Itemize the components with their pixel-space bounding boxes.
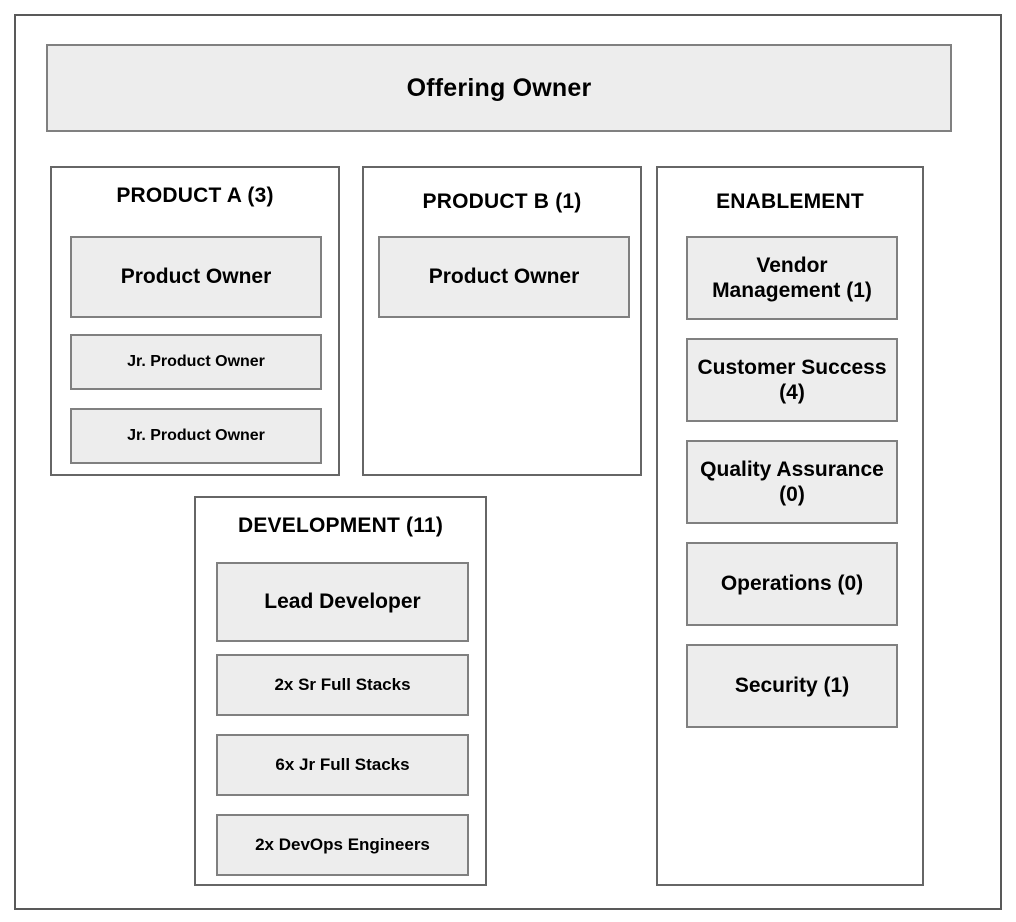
role-label: Vendor Management (1) [712, 253, 872, 302]
role-box-development-lead-developer[interactable]: Lead Developer [216, 562, 469, 642]
role-box-product-a-jr-product-owner-1[interactable]: Jr. Product Owner [70, 334, 322, 390]
role-label: Product Owner [120, 265, 272, 289]
offering-owner-box[interactable]: Offering Owner [46, 44, 952, 132]
role-box-product-a-product-owner[interactable]: Product Owner [70, 236, 322, 318]
role-box-enablement-security[interactable]: Security (1) [686, 644, 898, 728]
role-box-development-sr-full-stacks[interactable]: 2x Sr Full Stacks [216, 654, 469, 716]
role-box-enablement-quality-assurance[interactable]: Quality Assurance (0) [686, 440, 898, 524]
group-product-b[interactable]: PRODUCT B (1) Product Owner [362, 166, 642, 476]
role-label: Lead Developer [264, 590, 421, 614]
group-title-product-b: PRODUCT B (1) [422, 190, 582, 213]
role-label: Quality Assurance (0) [700, 457, 884, 506]
group-title-enablement: ENABLEMENT [716, 190, 864, 213]
role-box-enablement-vendor-management[interactable]: Vendor Management (1) [686, 236, 898, 320]
offering-owner-label: Offering Owner [406, 73, 592, 102]
role-box-product-a-jr-product-owner-2[interactable]: Jr. Product Owner [70, 408, 322, 464]
group-product-a[interactable]: PRODUCT A (3) Product Owner Jr. Product … [50, 166, 340, 476]
role-label: Security (1) [734, 674, 850, 698]
role-label: Product Owner [428, 265, 580, 289]
role-label: 2x Sr Full Stacks [274, 674, 411, 694]
role-box-product-b-product-owner[interactable]: Product Owner [378, 236, 630, 318]
role-label: Operations (0) [720, 572, 864, 596]
group-development[interactable]: DEVELOPMENT (11) Lead Developer 2x Sr Fu… [194, 496, 487, 886]
role-box-enablement-customer-success[interactable]: Customer Success (4) [686, 338, 898, 422]
group-title-product-a: PRODUCT A (3) [116, 184, 274, 207]
role-label: Customer Success (4) [697, 355, 887, 404]
role-box-development-devops-engineers[interactable]: 2x DevOps Engineers [216, 814, 469, 876]
role-label: Jr. Product Owner [127, 427, 265, 445]
role-label: 6x Jr Full Stacks [275, 754, 410, 774]
role-box-development-jr-full-stacks[interactable]: 6x Jr Full Stacks [216, 734, 469, 796]
role-label: 2x DevOps Engineers [255, 834, 430, 854]
role-box-enablement-operations[interactable]: Operations (0) [686, 542, 898, 626]
role-label: Jr. Product Owner [127, 353, 265, 371]
group-enablement[interactable]: ENABLEMENT Vendor Management (1) Custome… [656, 166, 924, 886]
group-title-development: DEVELOPMENT (11) [237, 514, 444, 537]
